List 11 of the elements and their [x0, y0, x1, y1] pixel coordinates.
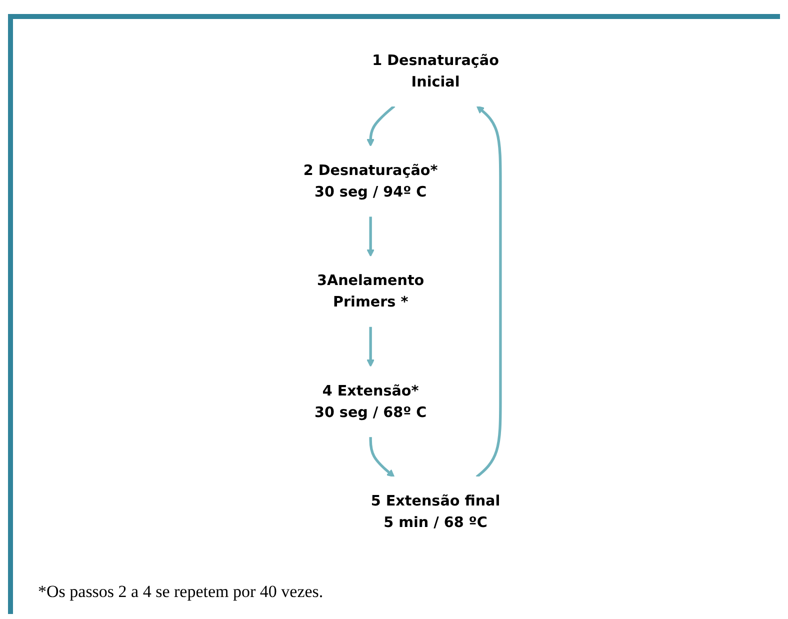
node-text: 4 Extensão* 30 seg / 68º C	[314, 382, 426, 421]
footnote: *Os passos 2 a 4 se repetem por 40 vezes.	[38, 582, 324, 602]
node-text: 2 Desnaturação* 30 seg / 94º C	[303, 162, 438, 200]
arrow	[366, 326, 374, 368]
arrow	[476, 106, 502, 478]
node-text: 3Anelamento Primers *	[316, 272, 424, 310]
node-text: 1 Desnaturação Inicial	[372, 51, 499, 90]
arrow	[366, 105, 395, 147]
arrow	[366, 216, 374, 257]
node-text: 5 Extensão final 5 min / 68 ºC	[370, 492, 500, 531]
arrow	[368, 436, 394, 478]
